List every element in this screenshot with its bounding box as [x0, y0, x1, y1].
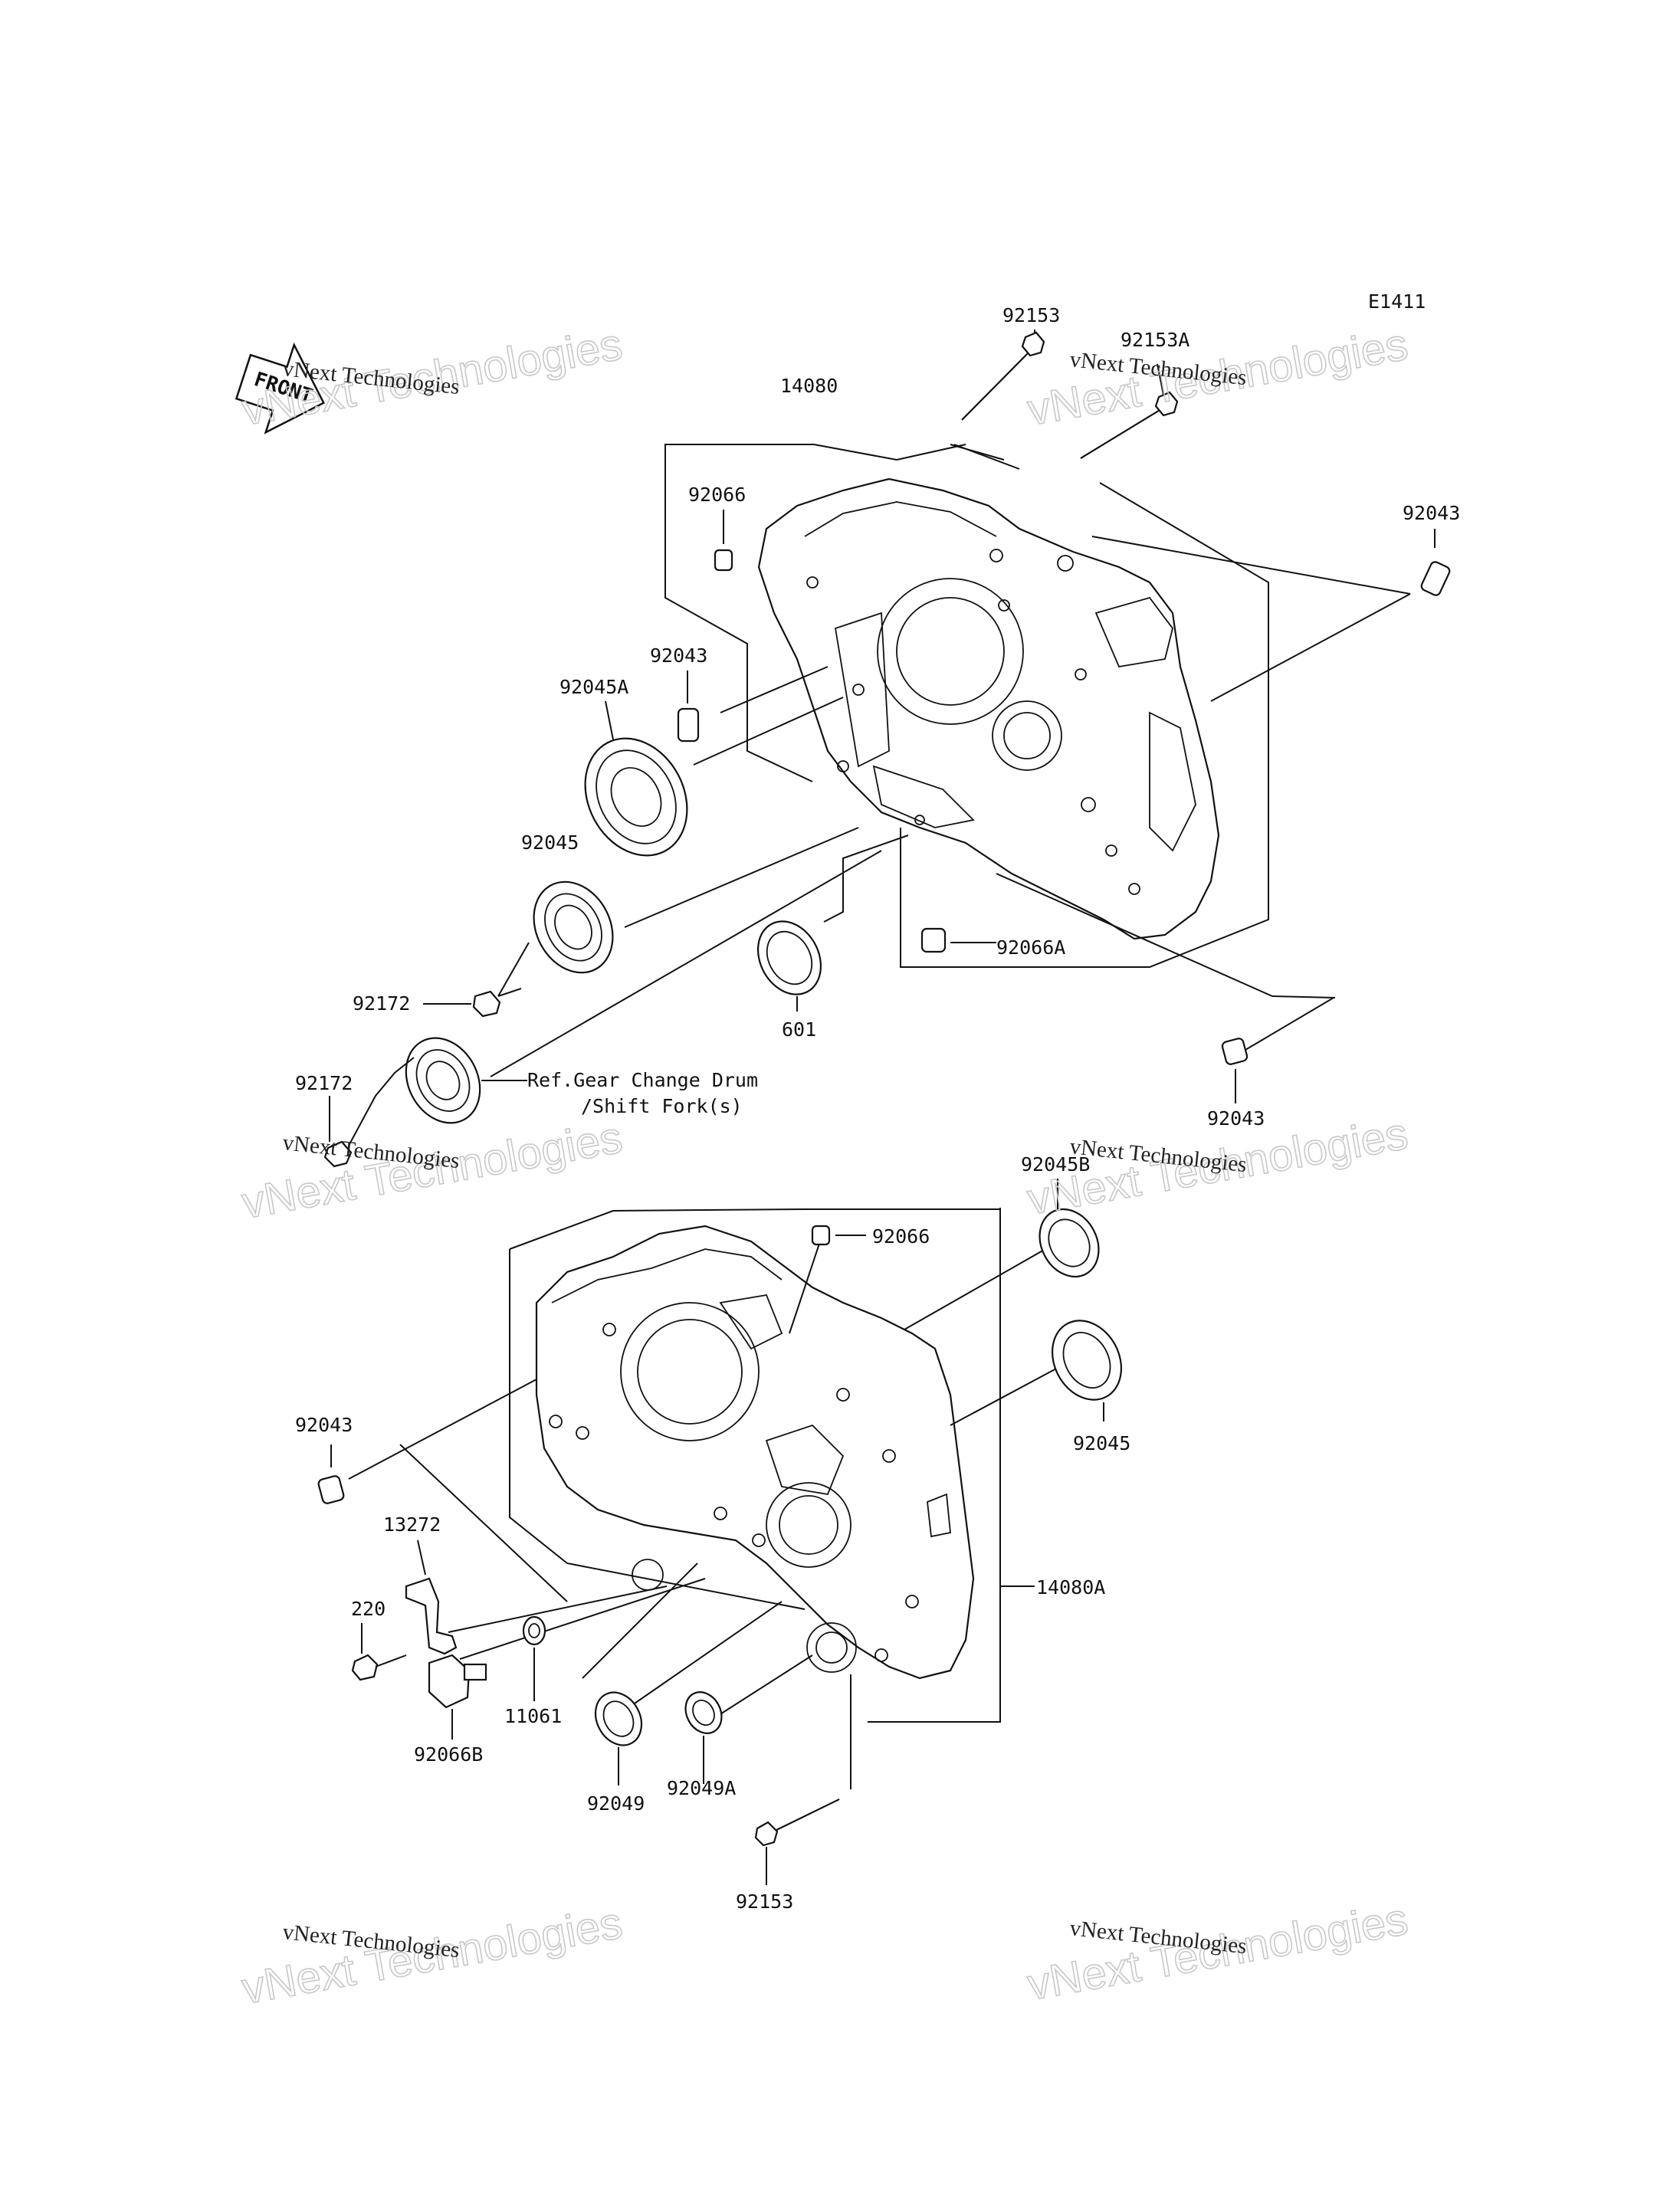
dowel-92043-right-low [1221, 997, 1334, 1103]
bolt-92153A [1080, 363, 1179, 459]
label-92066-low: 92066 [872, 1225, 930, 1248]
label-92043-mid: 92043 [650, 644, 707, 667]
bracket-13272 [405, 1540, 458, 1655]
watermark-mid-left: vNext Technologies vNext Technologies [238, 1112, 626, 1229]
dowel-92043-mid [677, 671, 700, 743]
label-92049: 92049 [587, 1792, 645, 1815]
bearing-92045B [1039, 1179, 1100, 1278]
label-220: 220 [351, 1598, 386, 1620]
bearing-92045-right [1051, 1320, 1123, 1421]
label-92045-right: 92045 [1073, 1432, 1130, 1454]
watermark-top-left: vNext Technologies vNext Technologies [238, 319, 626, 436]
crankcase-right-14080 [757, 477, 1220, 940]
label-92153A: 92153A [1121, 329, 1189, 351]
label-92043-low-left: 92043 [295, 1414, 353, 1436]
diagram-code: E1411 [1368, 290, 1426, 313]
bolt-92153-bottom [754, 1799, 840, 1885]
screw-92172-a [423, 942, 530, 1018]
watermark-bottom-left: vNext Technologies vNext Technologies [238, 1897, 626, 2015]
crankcase-left-14080A [535, 1225, 975, 1680]
label-92045-left: 92045 [521, 831, 579, 854]
watermark-bottom-right: vNext Technologies vNext Technologies [1023, 1894, 1412, 2011]
reference-note-line1: Ref.Gear Change Drum [527, 1069, 758, 1091]
washer-11061 [522, 1615, 546, 1701]
dowel-92043-right-top [1420, 529, 1451, 596]
label-11061: 11061 [504, 1705, 562, 1727]
label-92153-bottom: 92153 [736, 1890, 793, 1913]
label-92172-a: 92172 [353, 992, 410, 1015]
bolt-220 [351, 1623, 407, 1681]
plug-92066B [428, 1654, 487, 1740]
reference-note: Ref.Gear Change Drum /Shift Fork(s) [527, 1069, 758, 1117]
front-arrow-icon: FRONT [235, 342, 325, 434]
label-92049A: 92049A [667, 1777, 736, 1799]
label-92066B: 92066B [414, 1743, 483, 1766]
oil-seal-92049 [594, 1691, 643, 1785]
bearing-601 [756, 920, 822, 1012]
label-92045B: 92045B [1021, 1153, 1090, 1176]
label-14080: 14080 [780, 375, 838, 397]
bearing-92045A [584, 700, 688, 857]
leader-lines-lower [348, 1208, 1058, 1789]
bearing-92045-left [533, 880, 614, 974]
label-92172-b: 92172 [295, 1072, 353, 1094]
watermark-top-right: vNext Technologies vNext Technologies [1023, 319, 1412, 436]
label-92045A: 92045A [559, 676, 628, 698]
dowel-92043-low-left [317, 1444, 345, 1504]
bearing-gear-change-drum [405, 1037, 527, 1124]
leader-lines-upper [490, 330, 1411, 1077]
label-92043-right-top: 92043 [1403, 502, 1460, 524]
dowel-92066A [920, 927, 996, 953]
oil-seal-92049A [684, 1691, 723, 1784]
dowel-92066-top [714, 510, 733, 572]
dowel-92066-low [811, 1225, 866, 1246]
label-601: 601 [782, 1018, 816, 1041]
label-14080A: 14080A [1036, 1576, 1105, 1599]
label-13272: 13272 [383, 1513, 441, 1536]
label-92153-top: 92153 [1002, 304, 1060, 326]
label-92066-top: 92066 [688, 484, 746, 506]
reference-note-line2: /Shift Fork(s) [581, 1095, 743, 1117]
screw-92172-b [323, 1057, 415, 1168]
bolt-92153-top [961, 331, 1045, 421]
label-92066A: 92066A [996, 936, 1065, 959]
part-labels: 92153 92153A 14080 92043 92066 92043 920… [295, 304, 1460, 1913]
label-92043-right-low: 92043 [1207, 1107, 1265, 1130]
